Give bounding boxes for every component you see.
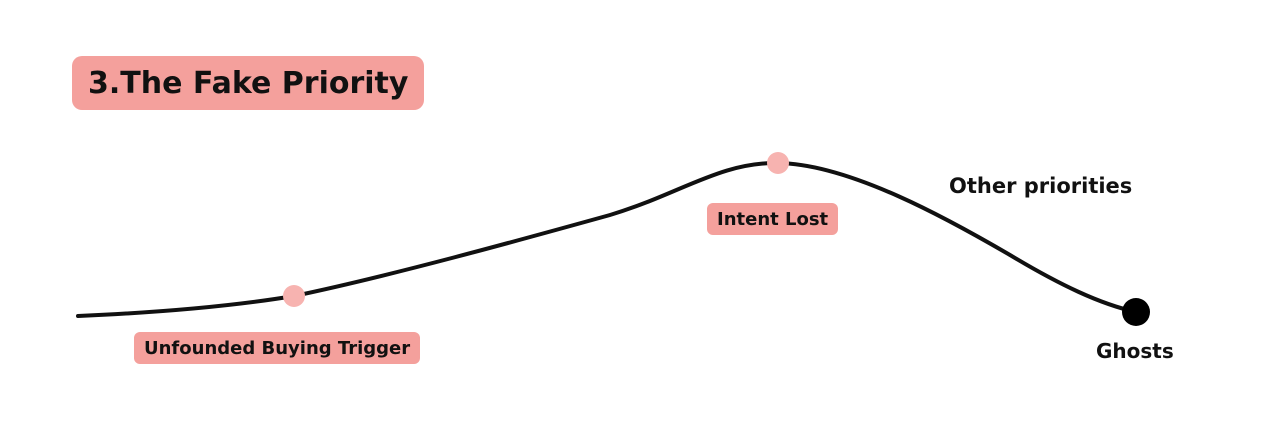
ghosts-label: Ghosts [1096, 339, 1174, 363]
intent-lost-label: Intent Lost [707, 203, 839, 235]
other-priorities-label: Other priorities [949, 174, 1133, 198]
intent-lost-marker [767, 152, 789, 174]
diagram-title: 3.The Fake Priority [72, 56, 425, 110]
trigger-marker [283, 285, 305, 307]
unfounded-trigger-label: Unfounded Buying Trigger [134, 332, 421, 364]
ghosts-marker [1122, 298, 1150, 326]
journey-curve [76, 160, 1138, 318]
